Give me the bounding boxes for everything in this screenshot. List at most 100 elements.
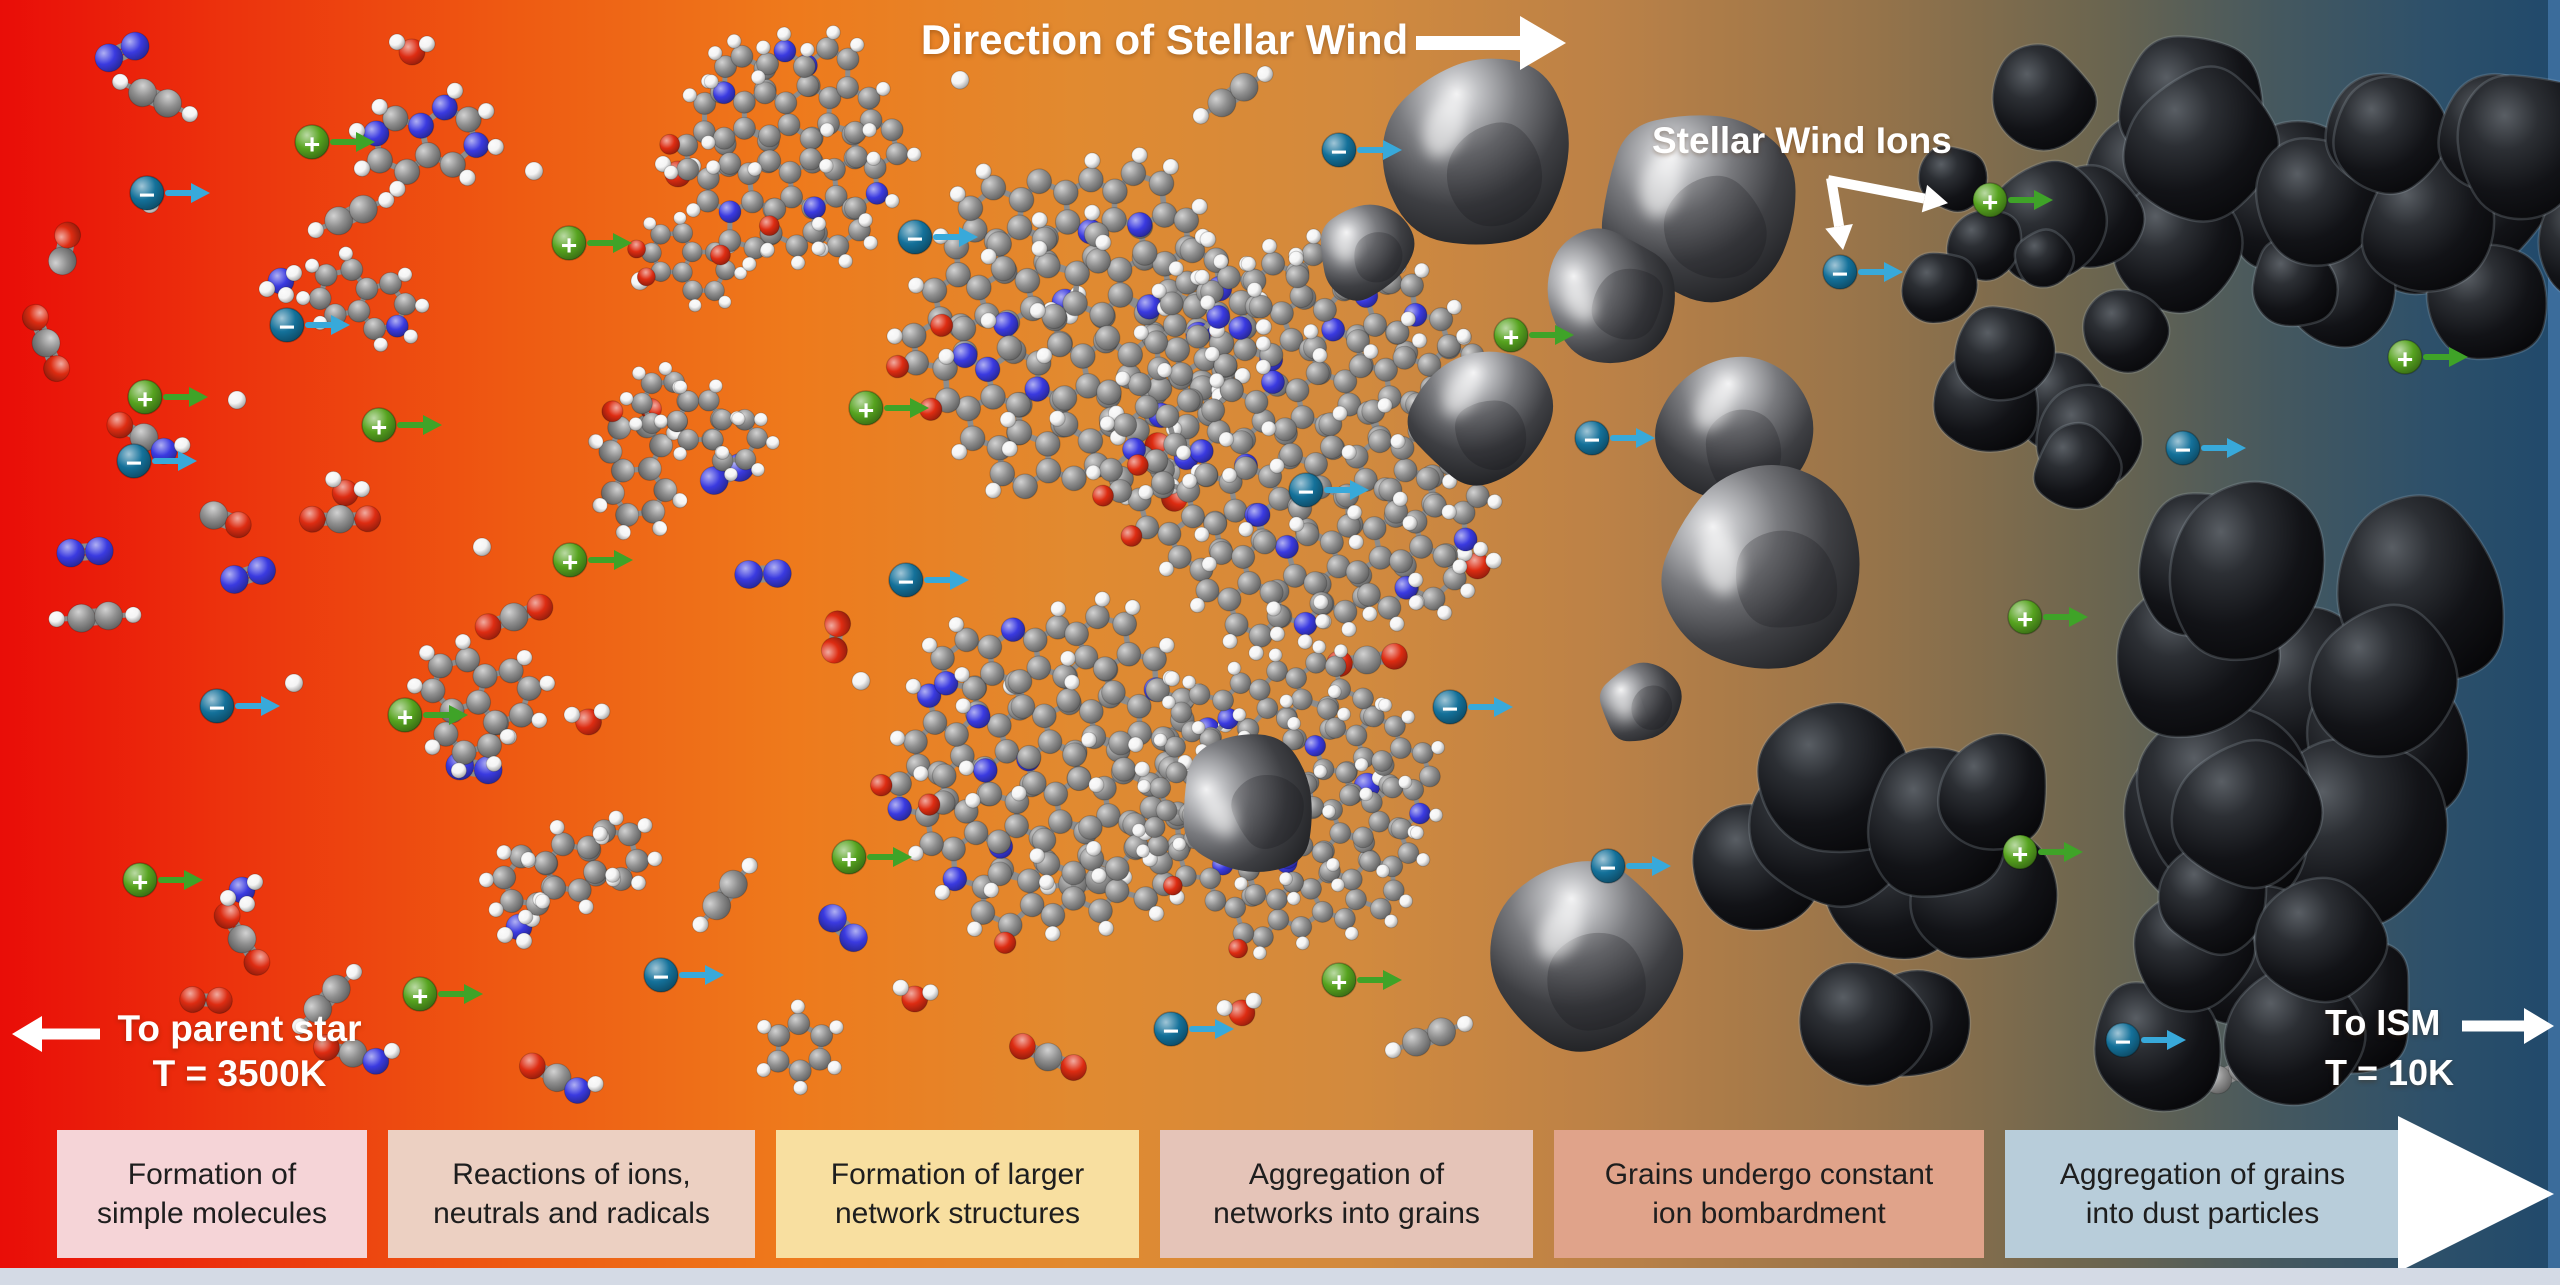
positive-ion: +: [1321, 962, 1402, 998]
positive-ion: +: [2007, 599, 2088, 635]
svg-text:−: −: [209, 693, 225, 724]
stage-label-line1: Formation of: [127, 1158, 297, 1191]
negative-ion: −: [199, 688, 280, 724]
molecule-pah3: [478, 810, 663, 925]
stage-label-line2: network structures: [834, 1197, 1081, 1230]
svg-text:+: +: [2397, 344, 2413, 375]
molecule-CO: [199, 500, 252, 539]
svg-text:+: +: [561, 230, 577, 261]
dust-grain: [1547, 228, 1675, 364]
dust-aggregate: [1932, 288, 2171, 511]
molecule-H2O: [892, 979, 939, 1013]
negative-ion: −: [897, 219, 978, 255]
molecule-H2O: [563, 702, 611, 736]
svg-text:+: +: [412, 981, 428, 1012]
molecule-NH3: [258, 264, 303, 304]
svg-text:+: +: [1331, 967, 1347, 998]
dust-grain: [1407, 351, 1554, 486]
svg-text:+: +: [137, 384, 153, 415]
negative-ion: −: [1574, 420, 1655, 456]
svg-text:+: +: [562, 547, 578, 578]
svg-text:−: −: [139, 180, 155, 211]
svg-text:+: +: [2017, 604, 2033, 635]
svg-text:+: +: [304, 129, 320, 160]
molecule-H: [227, 390, 247, 410]
molecule-CO2: [474, 593, 554, 641]
ism-temperature: T = 10K: [2325, 1051, 2455, 1093]
molecule-O2: [179, 986, 233, 1014]
dust-grain: [1382, 58, 1569, 245]
svg-text:−: −: [2175, 435, 2191, 466]
dust-grain: [1599, 662, 1682, 742]
positive-ion: +: [122, 862, 203, 898]
negative-ion: −: [1432, 689, 1513, 725]
network-molecule: [659, 24, 922, 272]
positive-ion: +: [387, 697, 468, 733]
molecule-N2: [94, 31, 150, 73]
to-ism-arrow: [2462, 1008, 2554, 1044]
molecule-CO2: [213, 902, 271, 976]
ion-pointer-arrow-right: [1827, 175, 1948, 213]
molecule-H: [284, 673, 304, 693]
positive-ion: +: [1972, 182, 2053, 218]
molecule-HNCO: [518, 1052, 605, 1105]
molecule-NH3: [219, 873, 264, 913]
direction-of-stellar-wind-label: Direction of Stellar Wind: [920, 16, 1409, 63]
dust-aggregate: [2332, 72, 2560, 361]
svg-text:−: −: [1584, 425, 1600, 456]
positive-ion: +: [2002, 834, 2083, 870]
molecule-H2O: [388, 33, 436, 66]
positive-ion: +: [361, 407, 442, 443]
svg-text:−: −: [1331, 137, 1347, 168]
svg-text:−: −: [1832, 259, 1848, 290]
molecule-CO2: [298, 504, 382, 534]
molecule-ring6: [756, 999, 844, 1096]
svg-text:+: +: [841, 844, 857, 875]
molecule-H2O: [1216, 992, 1263, 1027]
molecule-naphOH: [587, 397, 688, 541]
stage-label-line1: Reactions of ions,: [452, 1158, 691, 1191]
molecule-C2H2: [1384, 1015, 1474, 1059]
negative-ion: −: [1153, 1011, 1234, 1047]
negative-ion: −: [1822, 254, 1903, 290]
svg-text:−: −: [1298, 477, 1314, 508]
molecule-pah2: [406, 633, 556, 779]
molecule-N2: [219, 556, 277, 594]
stellar-wind-direction-arrow: [1416, 16, 1566, 70]
negative-ion: −: [2165, 430, 2246, 466]
svg-text:−: −: [1442, 694, 1458, 725]
svg-text:−: −: [1600, 853, 1616, 884]
svg-text:+: +: [397, 702, 413, 733]
svg-text:+: +: [371, 412, 387, 443]
to-parent-star-line: To parent star: [117, 1008, 362, 1049]
molecule-CO2: [1326, 642, 1408, 678]
negative-ion: −: [129, 175, 210, 211]
positive-ion: +: [127, 379, 208, 415]
molecule-N2: [56, 536, 114, 568]
molecule-N2: [734, 558, 792, 590]
molecule-H: [851, 671, 871, 691]
svg-text:+: +: [1503, 322, 1519, 353]
dust-aggregate: [1691, 701, 2059, 1087]
svg-text:−: −: [126, 448, 142, 479]
positive-ion: +: [2387, 339, 2468, 375]
ion-pointer-arrow-down: [1825, 177, 1853, 250]
positive-ion: +: [402, 976, 483, 1012]
negative-ion: −: [888, 562, 969, 598]
molecule-C2H2: [307, 191, 395, 239]
positive-ion: +: [294, 124, 375, 160]
positive-ion: +: [831, 839, 912, 875]
molecule-O2: [820, 610, 852, 664]
stage-label-line2: ion bombardment: [1652, 1197, 1886, 1230]
negative-ion: −: [269, 307, 350, 343]
svg-text:−: −: [1163, 1016, 1179, 1047]
positive-ion: +: [848, 390, 929, 426]
molecule-C2H2: [111, 73, 199, 123]
stage-label-line1: Formation of larger: [830, 1158, 1085, 1191]
stage-label-line1: Aggregation of grains: [2059, 1158, 2346, 1191]
